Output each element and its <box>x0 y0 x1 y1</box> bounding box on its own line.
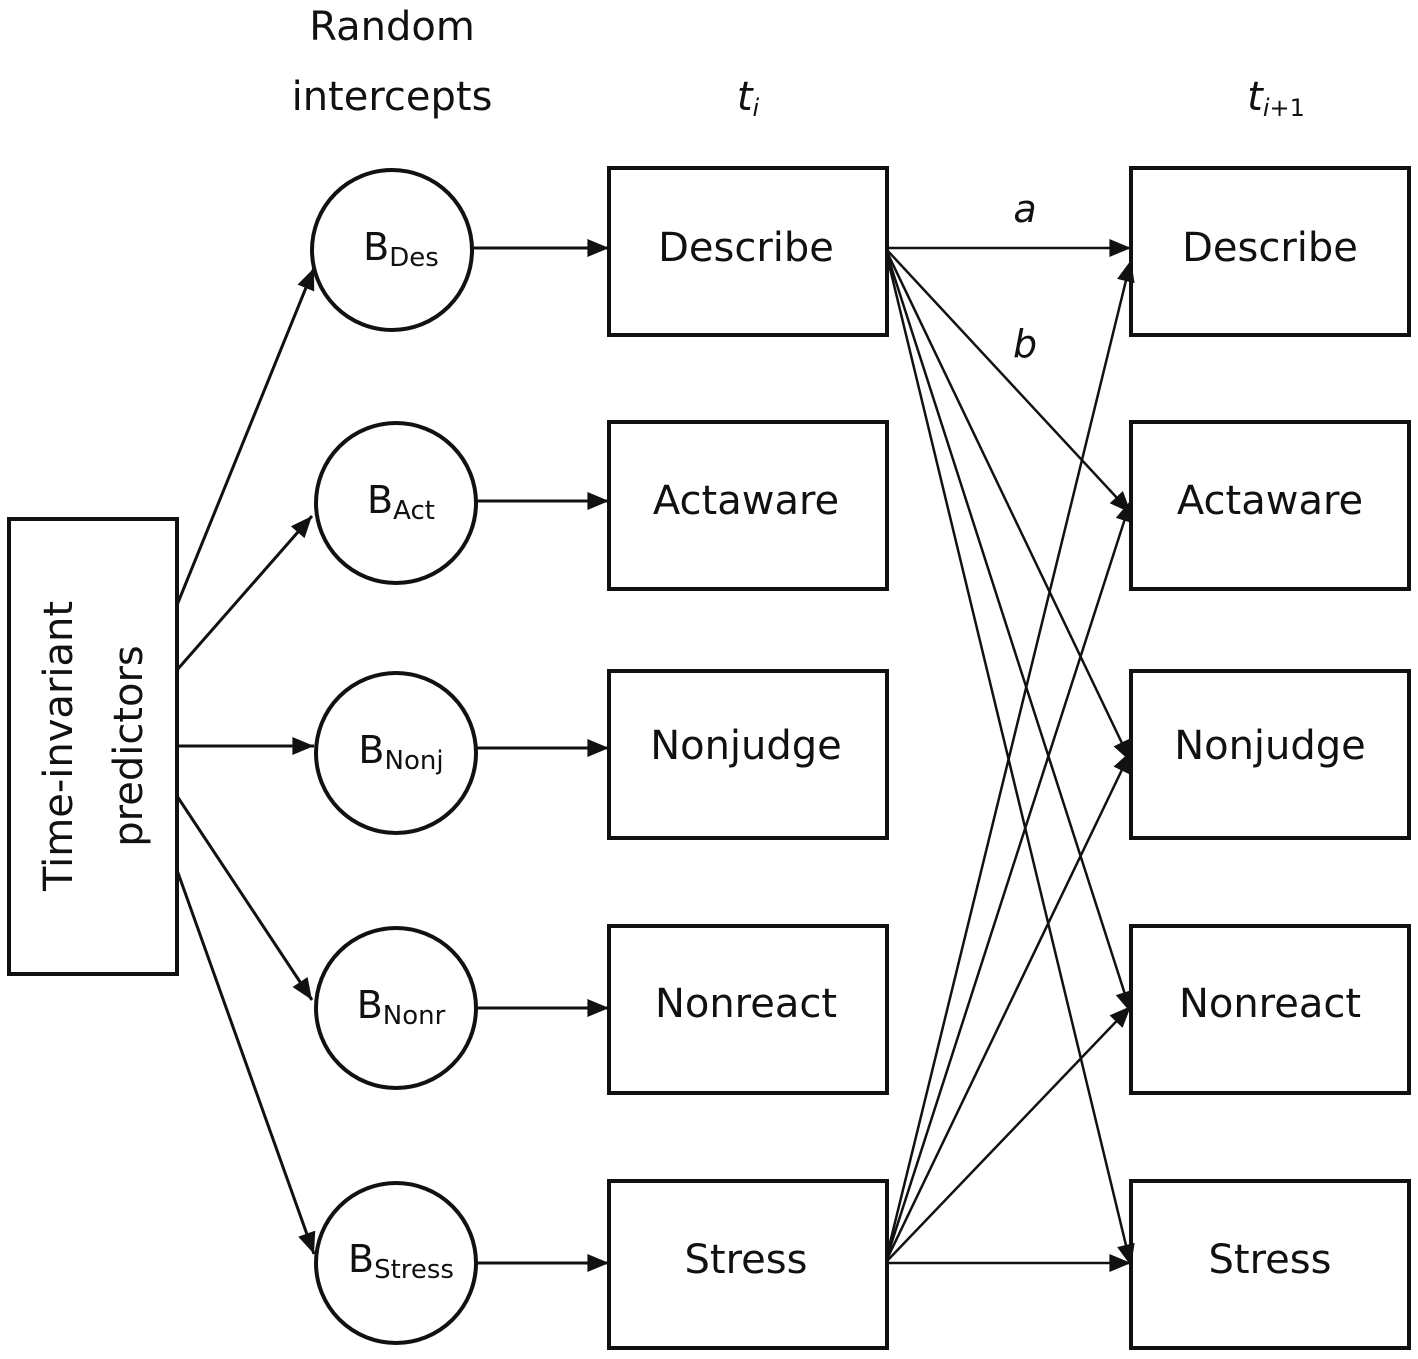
ti-box-describe: Describe <box>607 166 889 337</box>
intercept-bact: BAct <box>314 421 478 585</box>
svg-text:BNonj: BNonj <box>358 728 443 776</box>
arrow-predictor-to-bdes <box>175 267 316 606</box>
ti-box-stress: Stress <box>607 1179 889 1350</box>
arrow-predictor-to-bnonr <box>175 795 314 1001</box>
svg-text:Stress: Stress <box>1209 1237 1332 1283</box>
svg-text:Nonreact: Nonreact <box>655 981 837 1027</box>
arrow-describe-to-nonreact <box>885 253 1133 1014</box>
path-label-a: a <box>1013 187 1036 231</box>
svg-text:Describe: Describe <box>658 225 834 271</box>
ti1-box-actaware: Actaware <box>1129 420 1411 591</box>
header-random-intercepts-line2: intercepts <box>292 74 493 120</box>
intercept-bstress: BStress <box>314 1181 478 1345</box>
intercept-bdes: BDes <box>310 168 474 332</box>
arrow-describe-to-actaware <box>886 249 1132 514</box>
path-label-b: b <box>1013 322 1037 366</box>
arrow-predictor-to-bact <box>175 515 314 671</box>
intercept-bnonr: BNonr <box>314 926 478 1090</box>
header-ti-plus-1: ti+1 <box>1247 74 1305 122</box>
arrow-stress-to-nonjudge <box>885 750 1133 1260</box>
header-random-intercepts-line1: Random <box>309 4 475 50</box>
header-ti: ti <box>737 74 760 122</box>
svg-text:BStress: BStress <box>348 1237 454 1285</box>
svg-text:BNonr: BNonr <box>357 983 446 1031</box>
predictor-label-line2: predictors <box>106 645 152 847</box>
svg-text:Nonreact: Nonreact <box>1179 981 1361 1027</box>
svg-text:BAct: BAct <box>367 478 435 526</box>
arrow-describe-to-nonjudge <box>885 251 1133 763</box>
svg-text:BDes: BDes <box>363 225 439 273</box>
predictor-label-line1: Time-invariant <box>36 601 82 892</box>
svg-text:Nonjudge: Nonjudge <box>650 723 842 769</box>
arrow-stress-to-nonreact <box>886 1005 1132 1262</box>
svg-text:Actaware: Actaware <box>1177 478 1363 524</box>
svg-text:Stress: Stress <box>685 1237 808 1283</box>
arrow-stress-to-actaware <box>885 499 1133 1258</box>
svg-text:Describe: Describe <box>1182 225 1358 271</box>
intercept-bnonj: BNonj <box>314 671 478 835</box>
ti1-box-describe: Describe <box>1129 166 1411 337</box>
ti-box-actaware: Actaware <box>607 420 889 591</box>
ti-box-nonjudge: Nonjudge <box>607 669 889 840</box>
ti1-box-nonjudge: Nonjudge <box>1129 669 1411 840</box>
ti1-box-stress: Stress <box>1129 1179 1411 1350</box>
svg-text:Nonjudge: Nonjudge <box>1174 723 1366 769</box>
ti-box-nonreact: Nonreact <box>607 924 889 1095</box>
svg-text:Actaware: Actaware <box>653 478 839 524</box>
ti1-box-nonreact: Nonreact <box>1129 924 1411 1095</box>
arrow-stress-to-describe <box>885 259 1135 1256</box>
arrow-predictor-to-bstress <box>175 869 316 1255</box>
